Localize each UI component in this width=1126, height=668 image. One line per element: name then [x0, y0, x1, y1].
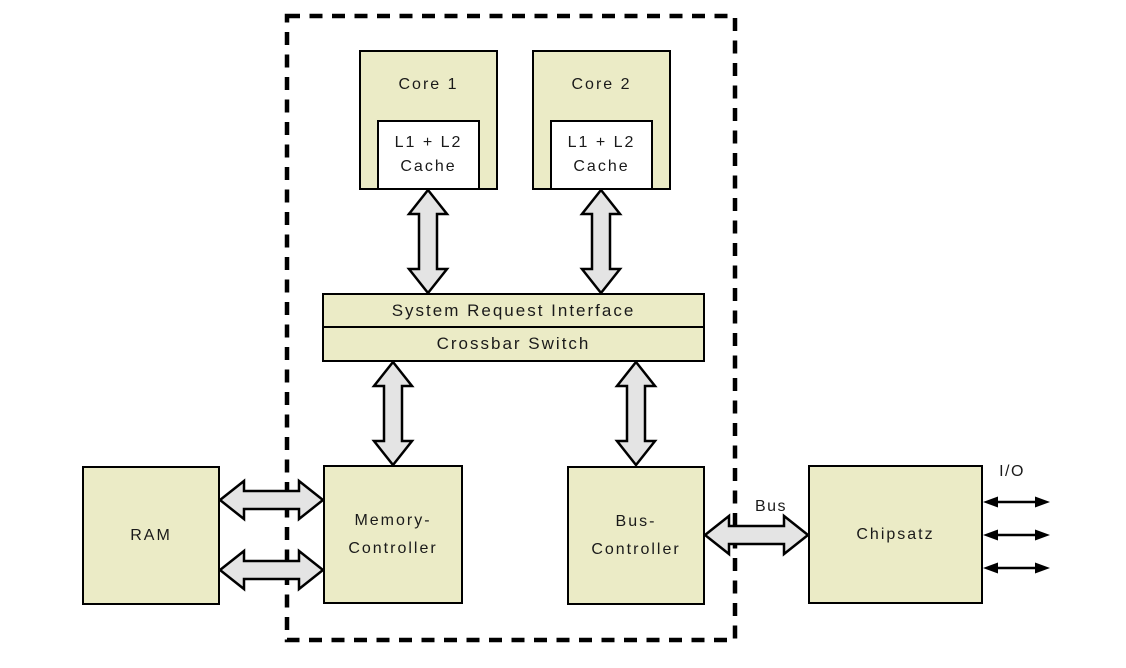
bus-controller-line2: Controller [591, 540, 681, 558]
arrow-crossbar-memory-controller [371, 359, 415, 468]
arrow-bus-controller-chipset [702, 513, 811, 557]
core2-cache-line2: Cache [573, 158, 630, 175]
system-request-interface-bar: System Request Interface [322, 293, 705, 328]
arrow-crossbar-bus-controller [614, 359, 658, 468]
core1-cache-line2: Cache [400, 158, 457, 175]
chipset-box: Chipsatz [808, 465, 983, 604]
crossbar-switch-label: Crossbar Switch [436, 334, 591, 353]
system-request-interface-label: System Request Interface [391, 300, 636, 320]
core1-label: Core 1 [398, 76, 459, 94]
memory-controller-box: Memory- Controller [323, 465, 463, 604]
ram-label: RAM [130, 526, 172, 544]
crossbar-switch-bar: Crossbar Switch [322, 326, 705, 362]
core1-cache-line1: L1 + L2 [394, 134, 463, 151]
chipset-label: Chipsatz [856, 525, 935, 543]
bus-connection-label: Bus [754, 498, 788, 515]
io-arrow-2 [983, 529, 1050, 541]
bus-controller-line1: Bus- [615, 513, 657, 531]
cpu-die-boundary [284, 13, 738, 643]
ram-box: RAM [82, 466, 220, 605]
core2-cache-box: L1 + L2 Cache [550, 120, 653, 190]
core1-cache-box: L1 + L2 Cache [377, 120, 480, 190]
arrow-ram-memory-controller-bottom [217, 548, 326, 592]
memory-controller-line2: Controller [348, 539, 438, 557]
io-arrow-1 [983, 496, 1050, 508]
io-connection-label: I/O [999, 463, 1025, 480]
bus-controller-box: Bus- Controller [567, 466, 705, 605]
io-arrow-3 [983, 562, 1050, 574]
core2-cache-line1: L1 + L2 [567, 134, 636, 151]
arrow-cache2-sri [579, 187, 623, 296]
arrow-cache1-sri [406, 187, 450, 296]
core2-label: Core 2 [571, 76, 632, 94]
arrow-ram-memory-controller-top [217, 478, 326, 522]
memory-controller-line1: Memory- [354, 512, 432, 530]
